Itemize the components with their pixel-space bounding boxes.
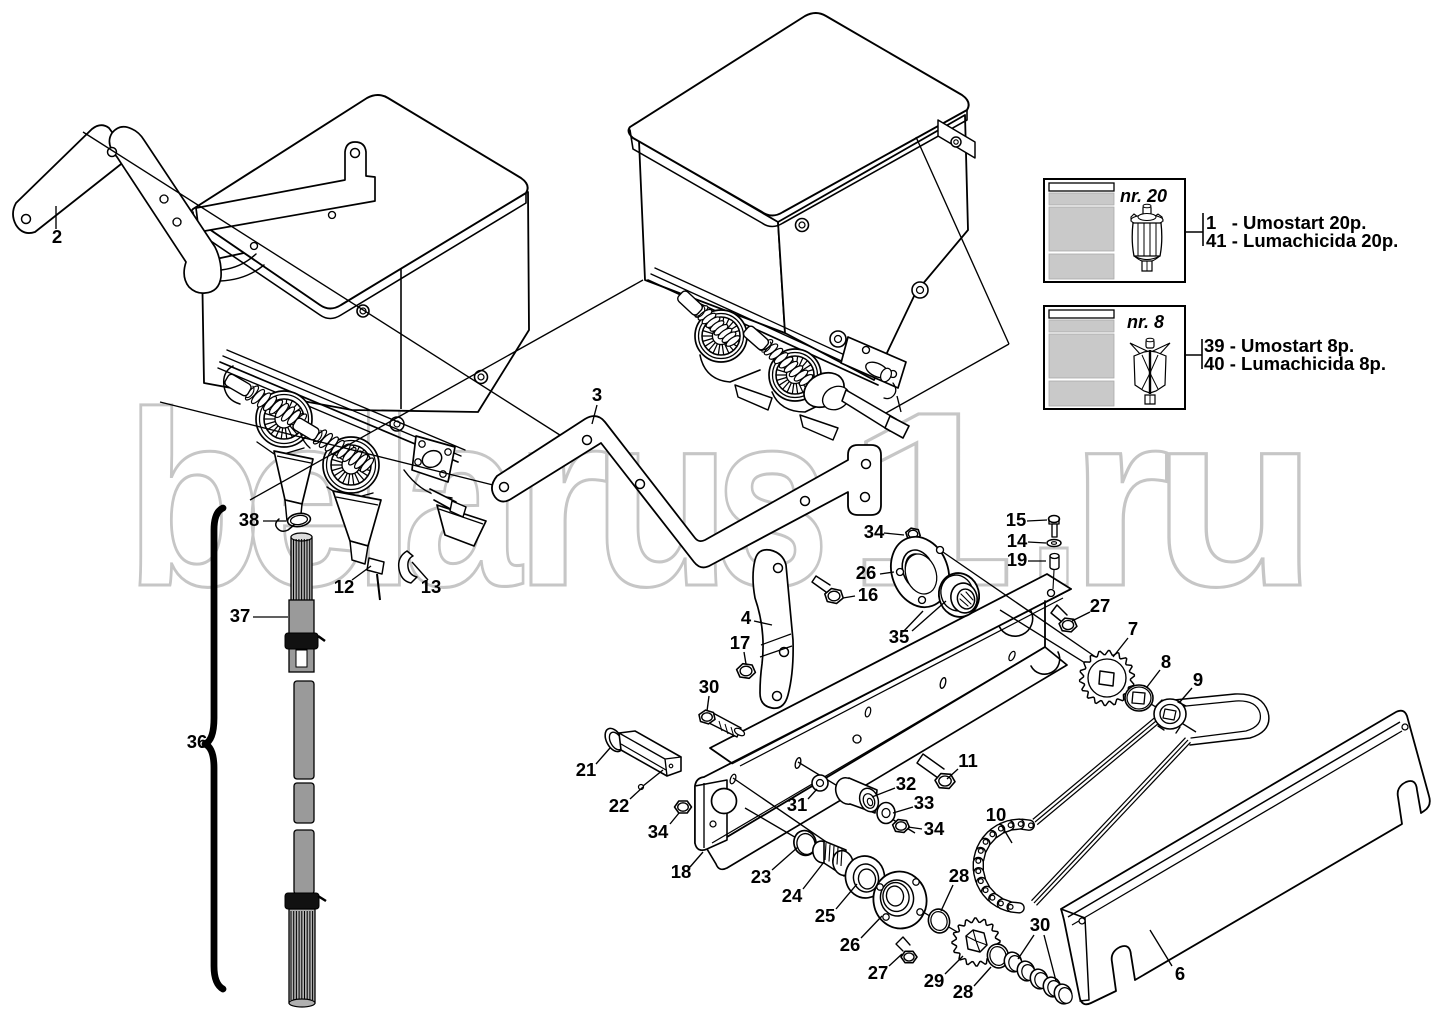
svg-text:37: 37	[230, 605, 251, 626]
svg-text:9: 9	[1193, 669, 1203, 690]
svg-text:r: r	[514, 360, 611, 638]
svg-text:41 - Lumachicida 20p.: 41 - Lumachicida 20p.	[1206, 230, 1398, 251]
svg-text:3: 3	[592, 384, 602, 405]
svg-text:34: 34	[864, 521, 885, 542]
svg-text:4: 4	[741, 607, 752, 628]
svg-text:13: 13	[421, 576, 442, 597]
svg-text:nr. 8: nr. 8	[1127, 312, 1164, 332]
svg-text:28: 28	[953, 981, 974, 1002]
svg-text:38: 38	[239, 509, 260, 530]
svg-text:33: 33	[914, 792, 935, 813]
svg-text:26: 26	[840, 934, 861, 955]
svg-text:17: 17	[730, 632, 751, 653]
svg-text:7: 7	[1128, 618, 1138, 639]
svg-text:12: 12	[334, 576, 355, 597]
svg-text:1 - Umostart 20p.: 1 - Umostart 20p.	[1206, 212, 1366, 233]
svg-text:39 - Umostart 8p.: 39 - Umostart 8p.	[1204, 335, 1354, 356]
svg-text:18: 18	[671, 861, 692, 882]
svg-text:29: 29	[924, 970, 945, 991]
svg-text:35: 35	[889, 626, 910, 647]
svg-text:15: 15	[1006, 509, 1027, 530]
svg-text:2: 2	[52, 226, 62, 247]
svg-text:34: 34	[924, 818, 945, 839]
svg-text:27: 27	[868, 962, 889, 983]
svg-text:40 - Lumachicida 8p.: 40 - Lumachicida 8p.	[1204, 353, 1386, 374]
svg-text:26: 26	[856, 562, 877, 583]
svg-text:b: b	[125, 361, 263, 638]
svg-text:nr. 20: nr. 20	[1120, 186, 1167, 206]
svg-text:31: 31	[787, 794, 808, 815]
svg-text:30: 30	[1030, 914, 1051, 935]
svg-text:19: 19	[1007, 549, 1028, 570]
svg-text:27: 27	[1090, 595, 1111, 616]
svg-text:23: 23	[751, 866, 772, 887]
svg-text:25: 25	[815, 905, 836, 926]
svg-text:14: 14	[1007, 530, 1028, 551]
svg-text:21: 21	[576, 759, 597, 780]
svg-text:6: 6	[1175, 963, 1185, 984]
svg-text:16: 16	[858, 584, 879, 605]
svg-text:36: 36	[187, 731, 208, 752]
svg-text:22: 22	[609, 795, 630, 816]
svg-text:28: 28	[949, 865, 970, 886]
svg-text:10: 10	[986, 804, 1007, 825]
svg-text:32: 32	[896, 773, 917, 794]
svg-text:8: 8	[1161, 651, 1171, 672]
svg-text:30: 30	[699, 676, 720, 697]
svg-text:11: 11	[958, 750, 978, 771]
svg-text:24: 24	[782, 885, 803, 906]
svg-text:34: 34	[648, 821, 669, 842]
